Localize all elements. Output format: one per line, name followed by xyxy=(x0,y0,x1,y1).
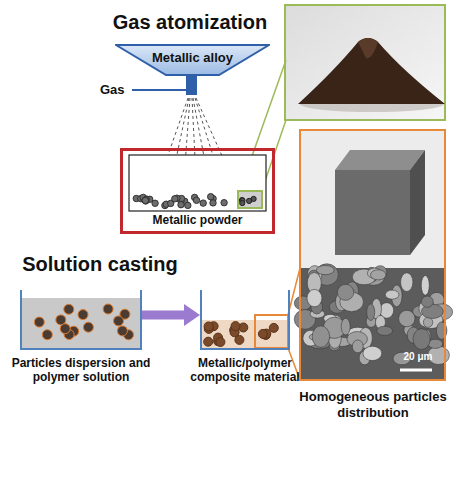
node-text: Metallic/polymer composite material xyxy=(170,356,320,385)
cube-photo xyxy=(300,130,445,268)
nozzle xyxy=(186,75,197,95)
sem-image xyxy=(294,264,452,380)
gas-label: Gas xyxy=(100,82,132,98)
node-text: Homogeneous particles distribution xyxy=(293,389,453,420)
beaker: Particles dispersion and polymer solutio… xyxy=(20,290,142,350)
powder-photo xyxy=(285,5,445,120)
beaker: Metallic/polymer composite material xyxy=(200,290,290,350)
node-text: Metallic alloy xyxy=(115,50,270,66)
funnel-box: Metallic alloy xyxy=(115,44,270,76)
gas-line xyxy=(132,89,186,91)
section-heading: Gas atomization xyxy=(90,10,290,34)
section-heading: Solution casting xyxy=(0,252,200,276)
powder-container: Metallic powder xyxy=(120,148,275,234)
process-arrow xyxy=(142,304,200,326)
node-text: Metallic powder xyxy=(123,213,272,227)
photo-panel: Homogeneous particles distribution xyxy=(299,129,446,381)
node-text: Particles dispersion and polymer solutio… xyxy=(4,356,158,385)
scale-label: 20 μm xyxy=(396,351,440,363)
